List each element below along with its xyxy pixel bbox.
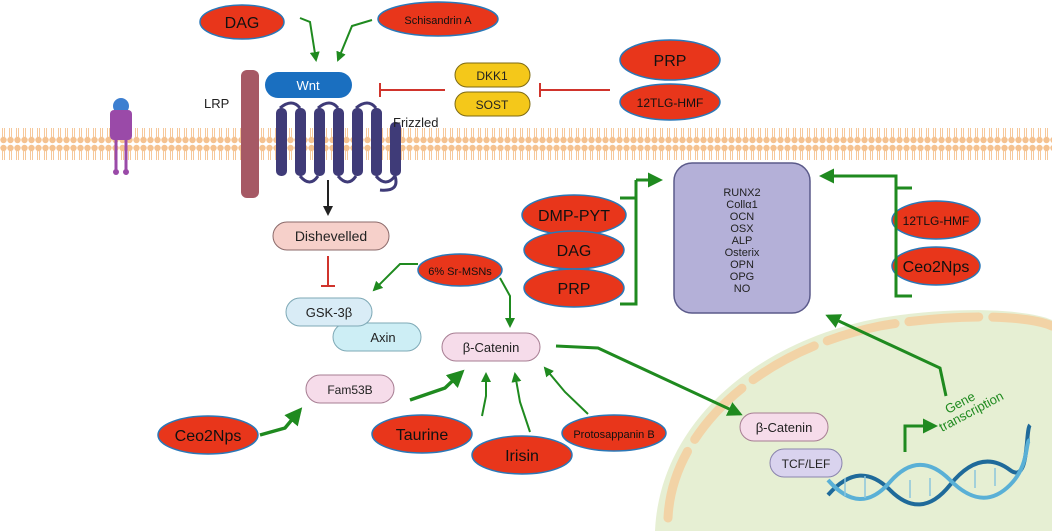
compound-schisandrin-a-label: Schisandrin A xyxy=(404,15,472,27)
compound-12tlg-hmf-right-label: 12TLG-HMF xyxy=(903,214,970,228)
nucleus-beta-catenin-box xyxy=(739,412,829,442)
compound-sr-msns xyxy=(417,253,503,287)
frizzled-label: Frizzled xyxy=(393,115,439,130)
compound-prp-mid xyxy=(523,268,625,308)
left-group-bracket xyxy=(620,196,638,306)
beta-catenin-to-nucleus-arrow xyxy=(555,344,743,416)
gene-transcription-to-markers-arrow xyxy=(825,314,948,397)
nuclear-envelope xyxy=(663,312,1052,523)
beta-catenin-box xyxy=(441,332,541,362)
compound-sr-msns-label: 6% Sr-MSNs xyxy=(428,266,492,278)
dna-strand-2 xyxy=(826,438,1032,501)
compound-taurine-label: Taurine xyxy=(396,427,449,444)
marker-item: OSX xyxy=(730,223,754,235)
sost-label: SOST xyxy=(476,98,509,112)
marker-item: OCN xyxy=(730,211,755,223)
compound-protosappanin-b xyxy=(561,414,667,452)
osteogenic-markers-box xyxy=(673,162,811,314)
membrane-receptor-icon xyxy=(110,98,132,175)
marker-item: Collα1 xyxy=(726,199,757,211)
ceo2nps-to-fam53b-arrow xyxy=(259,407,303,437)
tcf-lef-box xyxy=(769,448,843,478)
compound-ceo2nps-left-label: Ceo2Nps xyxy=(175,428,242,445)
compound-12tlg-hmf-top-label: 12TLG-HMF xyxy=(637,96,704,110)
wnt-ligand xyxy=(265,72,352,98)
compound-irisin xyxy=(471,435,573,475)
protosappanin-to-beta-catenin-arrow xyxy=(543,366,589,415)
compound-ceo2nps-right-label: Ceo2Nps xyxy=(903,259,970,276)
compound-irisin-label: Irisin xyxy=(505,448,539,465)
compound-dag-top-label: DAG xyxy=(225,15,260,32)
irisin-to-beta-catenin-arrow xyxy=(511,372,531,433)
compound-dmp-pyt-label: DMP-PYT xyxy=(538,208,610,225)
fam53b-label: Fam53B xyxy=(327,383,372,397)
marker-item: ALP xyxy=(732,235,753,247)
dkk1-label: DKK1 xyxy=(476,69,508,83)
compound-dag-mid-label: DAG xyxy=(557,243,592,260)
gene-transcription-arrow xyxy=(903,418,938,452)
dishevelled-box xyxy=(272,221,390,251)
right-group-bracket xyxy=(894,186,912,298)
nucleus xyxy=(655,310,1052,531)
compound-prp-top xyxy=(619,39,721,81)
sost-box xyxy=(454,91,531,117)
right-group-to-markers-arrow xyxy=(819,168,898,188)
sr-msns-to-beta-catenin-arrow xyxy=(499,277,515,328)
lrp-receptor xyxy=(241,70,259,198)
compound-12tlg-hmf-top xyxy=(619,83,721,121)
marker-item: RUNX2 xyxy=(723,187,760,199)
sr-msns-to-gsk3b-arrow xyxy=(372,263,418,292)
marker-item: OPG xyxy=(730,271,754,283)
marker-item: NO xyxy=(734,283,751,295)
compound-12tlg-hmf-right xyxy=(891,200,981,240)
lrp-label: LRP xyxy=(204,96,229,111)
axin-label: Axin xyxy=(370,330,395,345)
compound-ceo2nps-right xyxy=(891,246,981,286)
compound-dag-top xyxy=(199,4,285,40)
marker-item: Osterix xyxy=(725,247,760,259)
frizzled-receptor xyxy=(276,108,401,176)
dishevelled-label: Dishevelled xyxy=(295,228,367,244)
tcf-lef-label: TCF/LEF xyxy=(782,457,831,471)
gsk3b-label: GSK-3β xyxy=(306,305,353,320)
compound-ceo2nps-left xyxy=(157,415,259,455)
compound-taurine xyxy=(371,414,473,454)
compound-prp-top-label: PRP xyxy=(654,53,687,70)
schisandrin-to-wnt-arrow xyxy=(336,19,373,62)
axin-box xyxy=(332,322,422,352)
cell-membrane xyxy=(0,126,1052,162)
marker-list: RUNX2 Collα1 OCN OSX ALP Osterix OPN OPG… xyxy=(723,187,760,295)
dkk1-box xyxy=(454,62,531,88)
wnt-label: Wnt xyxy=(296,78,320,93)
compound-prp-mid-label: PRP xyxy=(558,281,591,298)
fam53b-to-beta-catenin-arrow xyxy=(409,369,465,402)
fam53b-box xyxy=(305,374,395,404)
nucleus-beta-catenin-label: β-Catenin xyxy=(756,420,813,435)
compound-protosappanin-b-label: Protosappanin B xyxy=(573,429,654,441)
marker-item: OPN xyxy=(730,259,754,271)
dag-to-wnt-arrow xyxy=(299,17,320,62)
beta-catenin-label: β-Catenin xyxy=(463,340,520,355)
compound-schisandrin-a xyxy=(377,1,499,37)
taurine-to-beta-catenin-arrow xyxy=(481,372,491,417)
gsk3b-box xyxy=(285,297,373,327)
